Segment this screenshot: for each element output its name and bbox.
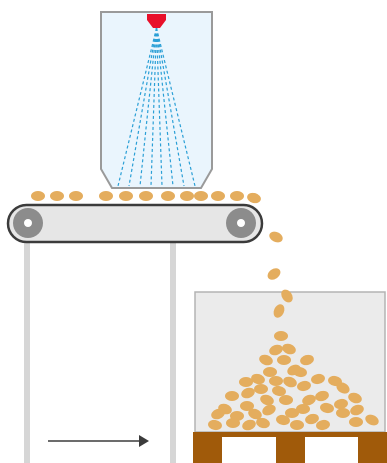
coffee-bean — [239, 377, 253, 387]
spray-jet-line — [155, 27, 163, 187]
spray-jet-line — [128, 27, 158, 187]
coffee-bean — [267, 268, 281, 280]
conveyor-support-frame — [24, 221, 176, 463]
coffee-bean — [50, 191, 64, 201]
coffee-bean — [273, 304, 285, 318]
coffee-bean — [300, 354, 314, 366]
coffee-bean — [279, 395, 293, 405]
coffee-bean — [281, 289, 293, 303]
wooden-pallet — [193, 432, 387, 463]
coffee-bean — [316, 419, 330, 431]
coffee-bean — [350, 404, 364, 416]
coffee-bean — [365, 414, 379, 426]
coffee-bean — [139, 191, 153, 201]
coffee-bean — [194, 191, 208, 201]
coffee-bean — [254, 384, 268, 394]
coffee-bean — [293, 366, 307, 378]
coffee-bean — [277, 355, 291, 365]
coffee-bean — [276, 414, 290, 426]
conveyor-belt — [6, 203, 264, 244]
pallet-block-right — [358, 432, 387, 463]
coffee-bean — [290, 420, 304, 430]
pallet-block-left — [193, 432, 222, 463]
spray-jet-line — [155, 27, 185, 187]
arrow-head — [139, 435, 149, 447]
coffee-bean — [334, 398, 348, 410]
coffee-bean — [282, 343, 296, 355]
spray-nozzle-icon — [147, 14, 166, 28]
coffee-bean — [240, 401, 254, 411]
coffee-bean — [242, 419, 256, 431]
frame-right-leg — [170, 221, 176, 463]
spray-jet-line — [150, 27, 158, 187]
coffee-bean — [269, 344, 283, 356]
coffee-bean — [211, 191, 225, 201]
coffee-bean — [269, 376, 283, 386]
coffee-bean — [283, 376, 297, 388]
coffee-bean — [297, 380, 311, 392]
coffee-bean — [208, 419, 222, 431]
coffee-bean — [180, 191, 194, 201]
coffee-bean — [211, 408, 225, 420]
coffee-bean — [336, 408, 350, 418]
chamber-body — [100, 11, 213, 189]
coffee-bean — [259, 354, 273, 366]
right-roller — [226, 208, 256, 238]
coffee-bean — [256, 417, 270, 429]
coffee-bean — [320, 402, 334, 414]
coffee-bean — [119, 191, 133, 201]
coffee-bean — [336, 382, 350, 394]
coffee-bean — [263, 367, 277, 377]
pallet-block-middle — [276, 432, 305, 463]
coffee-bean — [260, 394, 274, 406]
coffee-bean — [296, 404, 310, 414]
coffee-beans — [31, 191, 379, 431]
coffee-bean — [349, 417, 363, 427]
left-roller — [13, 208, 43, 238]
coffee-bean — [251, 373, 265, 385]
coffee-bean — [305, 413, 319, 425]
coffee-bean — [241, 387, 255, 399]
spray-chamber — [100, 11, 213, 189]
coffee-bean — [262, 404, 276, 416]
direction-arrow — [48, 435, 149, 447]
left-roller-hub — [24, 219, 32, 227]
coffee-bean — [230, 191, 244, 201]
coffee-bean — [247, 192, 261, 204]
belt-loop — [6, 203, 264, 244]
coffee-bean — [248, 408, 262, 420]
coffee-bean — [272, 385, 286, 397]
coffee-bean — [302, 394, 316, 406]
coffee-bean — [161, 191, 175, 201]
coffee-bean — [269, 231, 283, 243]
frame-left-leg — [24, 221, 30, 463]
coffee-bean — [99, 191, 113, 201]
coffee-bean — [69, 191, 83, 201]
spray-jet-line — [155, 27, 174, 187]
spray-jets — [117, 27, 196, 187]
coffee-bean — [315, 390, 329, 402]
coffee-bean — [225, 391, 239, 401]
spray-jet-line — [139, 27, 158, 187]
coffee-bean — [226, 418, 240, 428]
coffee-bean — [348, 392, 362, 404]
coffee-bean — [285, 408, 299, 418]
right-roller-hub — [237, 219, 245, 227]
coffee-bean — [311, 373, 325, 385]
coffee-bean — [274, 331, 288, 341]
coffee-bean — [31, 191, 45, 201]
